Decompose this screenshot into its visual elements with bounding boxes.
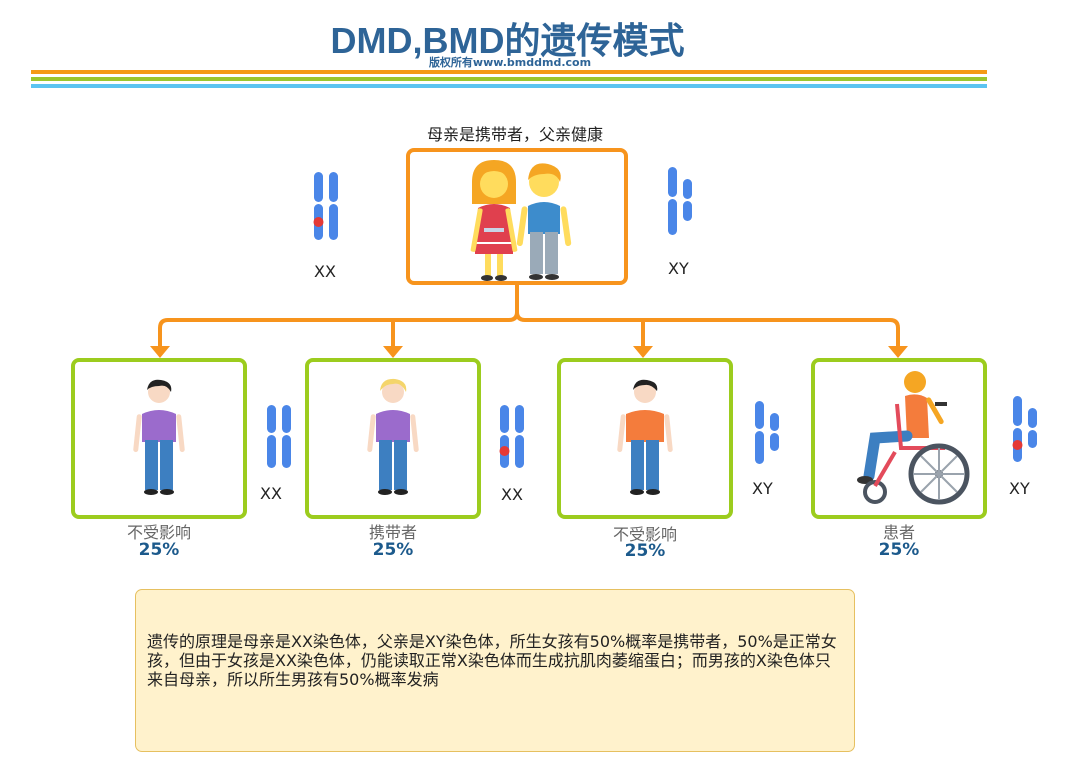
copyright-subtitle: 版权所有www.bmddmd.com <box>428 56 592 69</box>
child-4-percent: 25% <box>878 540 920 560</box>
mutation-marker <box>1012 440 1023 450</box>
arrow-head <box>633 346 653 358</box>
couple-icon <box>470 160 572 281</box>
mutation-marker <box>499 446 510 456</box>
boy-icon <box>617 379 673 495</box>
arrow-head <box>383 346 403 358</box>
child-box-1 <box>71 358 247 519</box>
child-3-chromosome-icon <box>755 401 779 464</box>
child-box-4 <box>811 358 987 519</box>
green-divider <box>31 77 987 81</box>
child-1-label: 不受影响 <box>126 523 191 542</box>
child-box-3 <box>557 358 733 519</box>
child-1-genotype: XX <box>260 484 282 503</box>
child-4-label: 患者 <box>882 523 915 542</box>
orange-divider <box>31 70 987 74</box>
mutation-marker <box>313 217 324 227</box>
child-3-percent: 25% <box>624 541 666 561</box>
child-3-genotype: XY <box>752 479 773 498</box>
blonde-girl-icon <box>367 378 419 495</box>
child-1-percent: 25% <box>138 540 180 560</box>
mother-chromosome-icon <box>313 172 338 240</box>
mother-genotype: XX <box>314 262 336 281</box>
father-genotype: XY <box>668 259 689 278</box>
arrow-head <box>150 346 170 358</box>
explanation-text: 遗传的原理是母亲是XX染色体，父亲是XY染色体，所生女孩有50%概率是携带者，5… <box>147 632 837 689</box>
child-1-chromosome-icon <box>267 405 291 468</box>
child-2-chromosome-icon <box>499 405 524 468</box>
blue-divider <box>31 84 987 88</box>
parents-box <box>406 148 628 285</box>
child-4-chromosome-icon <box>1012 396 1037 462</box>
child-2-label: 携带者 <box>368 523 417 542</box>
wheelchair-icon <box>857 371 970 505</box>
page-title: DMD,BMD的遗传模式 <box>330 20 685 61</box>
arrow-head <box>888 346 908 358</box>
child-2-genotype: XX <box>501 485 523 504</box>
explanation-note: 遗传的原理是母亲是XX染色体，父亲是XY染色体，所生女孩有50%概率是携带者，5… <box>135 589 855 752</box>
father-chromosome-icon <box>668 167 692 235</box>
girl-icon <box>133 379 185 495</box>
child-2-percent: 25% <box>372 540 414 560</box>
child-4-genotype: XY <box>1009 479 1030 498</box>
parents-caption: 母亲是携带者，父亲健康 <box>426 125 603 144</box>
child-3-label: 不受影响 <box>612 525 677 544</box>
child-box-2 <box>305 358 481 519</box>
